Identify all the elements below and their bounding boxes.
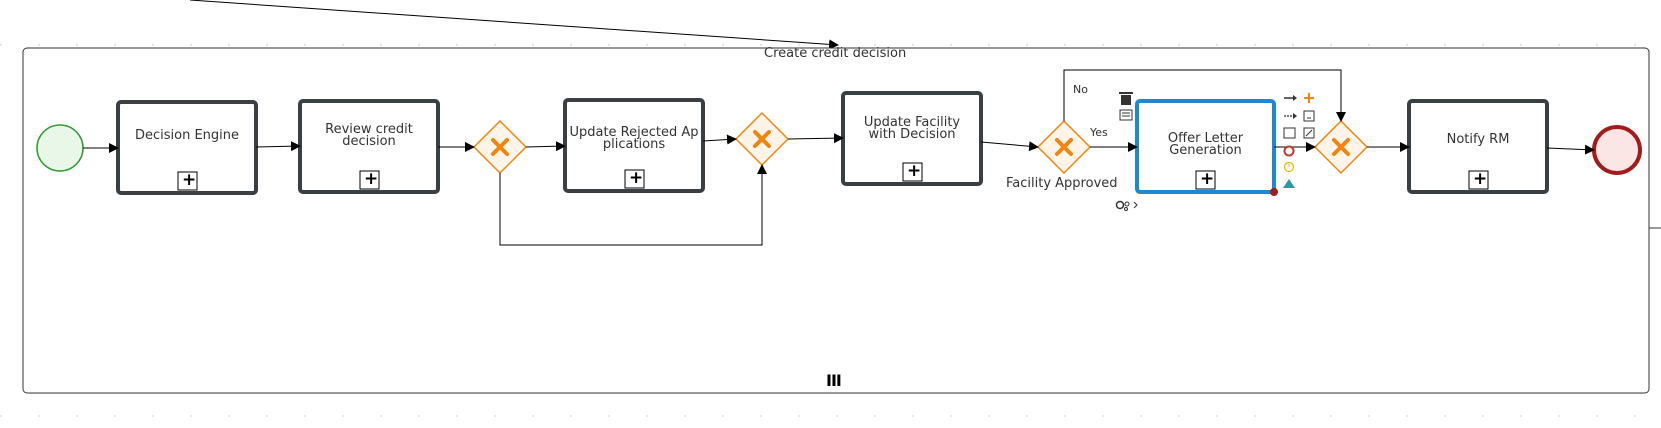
resize-handle[interactable] <box>1270 188 1278 196</box>
subprocess-icon[interactable] <box>1303 110 1315 122</box>
task-label-notify-rm: Notify RM <box>1446 131 1510 147</box>
context-toolbox <box>1115 92 1315 211</box>
start-event[interactable] <box>36 124 84 172</box>
properties-icon[interactable] <box>1119 109 1133 121</box>
flow-label-yes: Yes <box>1090 126 1108 139</box>
subprocess-markers <box>177 162 1489 191</box>
plus-marker: + <box>907 161 922 181</box>
task-label-decision-engine: Decision Engine <box>134 127 240 143</box>
task-label-offer-letter: Offer Letter Generation <box>1167 130 1244 158</box>
task-icon[interactable] <box>1283 127 1296 139</box>
association-icon[interactable] <box>1284 113 1297 119</box>
plus-marker: + <box>1473 169 1488 189</box>
plus-marker: + <box>364 169 379 189</box>
collapse-marker[interactable]: III <box>826 371 842 390</box>
subprocess-label: Create credit decision <box>764 46 907 61</box>
sequence-flow-icon[interactable] <box>1284 95 1297 101</box>
incoming-sequence-flow[interactable] <box>189 0 839 50</box>
sequence-flows[interactable] <box>83 69 1595 246</box>
plus-marker: + <box>629 168 644 188</box>
plus-marker: + <box>182 170 197 190</box>
text-annotation-icon[interactable] <box>1115 200 1138 211</box>
gateway-facility-approved[interactable] <box>1036 119 1092 175</box>
add-icon[interactable] <box>1304 93 1314 103</box>
gateway-label-facility-approved: Facility Approved <box>1006 176 1118 191</box>
end-event[interactable] <box>1592 125 1642 175</box>
gateway-merge[interactable] <box>1313 119 1369 175</box>
plus-marker: + <box>1200 169 1215 189</box>
intermediate-event-icon[interactable] <box>1283 161 1295 173</box>
delete-icon[interactable] <box>1119 92 1133 105</box>
flow-label-no: No <box>1073 83 1088 96</box>
gateway-2[interactable] <box>734 111 790 167</box>
task-label-review-credit: Review credit decision <box>325 121 413 149</box>
task-label-update-facility: Update Facility with Decision <box>863 114 961 142</box>
task-label-update-rejected: Update Rejected Ap plications <box>569 124 699 152</box>
subprocess-container[interactable] <box>22 47 1650 394</box>
gateway-icon[interactable] <box>1283 179 1295 188</box>
end-event-icon[interactable] <box>1283 145 1295 157</box>
morph-icon[interactable] <box>1303 127 1315 139</box>
